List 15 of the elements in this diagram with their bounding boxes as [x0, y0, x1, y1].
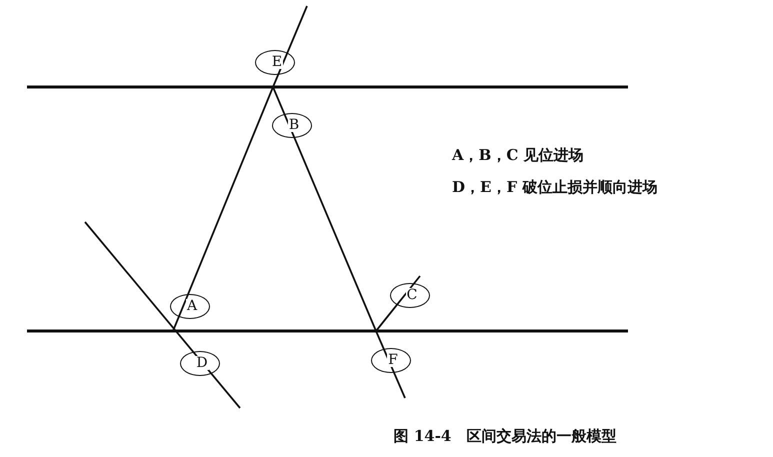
point-letter: B: [288, 118, 300, 132]
point-letter: A: [186, 299, 198, 313]
ellipse-marker: [390, 282, 430, 308]
figure-caption: 图 14-4 区间交易法的一般模型: [392, 427, 618, 446]
point-letter: D: [195, 356, 209, 370]
ellipse-marker: [180, 350, 220, 376]
ellipse-marker: [170, 294, 210, 318]
point-letter: C: [406, 288, 418, 302]
note-text: D，E，F 破位止损并顺向进场: [452, 178, 658, 197]
ellipse-marker: [272, 112, 312, 138]
point-letter: E: [270, 55, 284, 69]
point-letter: F: [387, 353, 399, 367]
note-text: A，B，C 见位进场: [452, 146, 584, 165]
ellipse-marker: [371, 348, 411, 372]
ellipse-marker: [255, 50, 295, 74]
